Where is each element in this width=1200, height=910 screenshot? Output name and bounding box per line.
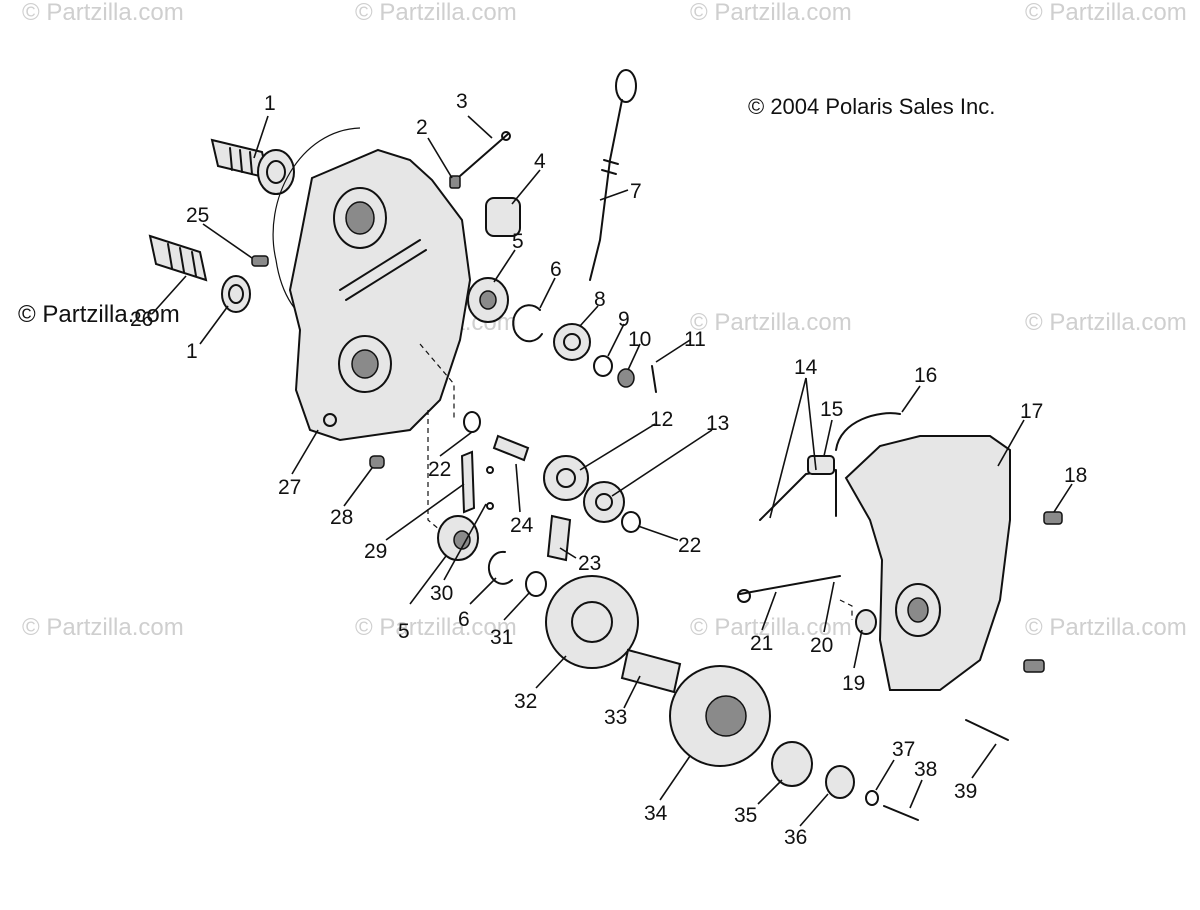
callout-6: 6 [458,608,470,631]
watermark: © Partzilla.com [22,0,184,26]
callout-15: 15 [820,398,843,421]
callout-1: 1 [186,340,198,363]
callout-7: 7 [630,180,642,203]
callout-36: 36 [784,826,807,849]
callout-19: 19 [842,672,865,695]
watermark: © Partzilla.com [690,0,852,26]
callout-28: 28 [330,506,353,529]
sprocket [553,323,591,361]
callout-22: 22 [428,458,451,481]
callout-14: 14 [794,356,818,379]
spacer [825,765,855,799]
washer [593,355,613,377]
output-shaft [210,138,295,195]
chain [546,514,572,562]
guide [460,450,476,514]
pin [459,133,509,177]
large-gear [545,575,639,669]
bolt [883,805,919,821]
nut [617,368,635,388]
callout-4: 4 [534,150,546,173]
callout-16: 16 [914,364,937,387]
screw [486,502,494,510]
washer [865,790,879,806]
callout-39: 39 [954,780,977,803]
watermark: © Partzilla.com [1025,614,1187,641]
watermark-layer: © Partzilla.com © Partzilla.com © Partzi… [18,0,1187,641]
leader-lines [151,115,1073,827]
callout-6: 6 [550,258,562,281]
dipstick [589,69,637,281]
callout-24: 24 [510,514,534,537]
callout-26: 26 [130,308,153,331]
callout-8: 8 [594,288,606,311]
callout-13: 13 [706,412,729,435]
callout-32: 32 [514,690,537,713]
copyright-notice: © 2004 Polaris Sales Inc. [748,94,995,119]
bushing [251,255,269,267]
washer [463,411,481,433]
shift-bushing [807,455,835,475]
tensioner-block [485,197,521,237]
watermark: © Partzilla.com [690,309,852,336]
watermark-left: © Partzilla.com [18,301,180,328]
chaincase-cover [844,435,1011,691]
callout-11: 11 [684,328,706,351]
watermark: © Partzilla.com [1025,309,1187,336]
watermark: © Partzilla.com [355,614,517,641]
washer [525,571,547,597]
watermark: © Partzilla.com [1025,0,1187,26]
callout-labels: 1 1 2 3 4 5 5 6 6 7 8 9 10 11 12 13 14 1… [130,90,1087,849]
parts-layer [148,69,1063,821]
snap-ring [512,304,543,343]
callout-20: 20 [810,634,833,657]
callout-10: 10 [628,328,651,351]
callout-37: 37 [892,738,915,761]
chaincase-housing [272,127,472,442]
shift-shaft [739,575,841,595]
callout-5: 5 [512,230,524,253]
callout-31: 31 [490,626,513,649]
watermark: © Partzilla.com [355,0,517,26]
callout-35: 35 [734,804,757,827]
callout-3: 3 [456,90,468,113]
callout-25: 25 [186,204,209,227]
gear [543,455,589,501]
drain-plug [369,455,385,469]
needle-bearing [620,648,682,694]
cotter-pin [651,365,657,393]
nut [449,175,461,189]
callout-17: 17 [1020,400,1043,423]
snap-ring [487,550,513,585]
callout-18: 18 [1064,464,1087,487]
bolt [1043,511,1063,525]
callout-29: 29 [364,540,387,563]
callout-1: 1 [264,92,276,115]
shaft-pin [492,434,530,462]
callout-5: 5 [398,620,410,643]
callout-33: 33 [604,706,627,729]
spring [771,741,813,787]
bolt [1023,659,1045,673]
gear [583,481,625,523]
alignment-lines [419,343,853,620]
callout-22: 22 [678,534,701,557]
callout-9: 9 [618,308,630,331]
callout-38: 38 [914,758,937,781]
watermark: © Partzilla.com [22,614,184,641]
washer [621,511,641,533]
long-bolt [965,719,1009,741]
callout-21: 21 [750,632,773,655]
callout-34: 34 [644,802,668,825]
input-shaft [148,234,251,313]
callout-2: 2 [416,116,428,139]
callout-30: 30 [430,582,453,605]
callout-27: 27 [278,476,301,499]
callout-12: 12 [650,408,673,431]
seal [855,609,877,635]
gasket [835,412,901,451]
callout-23: 23 [578,552,601,575]
